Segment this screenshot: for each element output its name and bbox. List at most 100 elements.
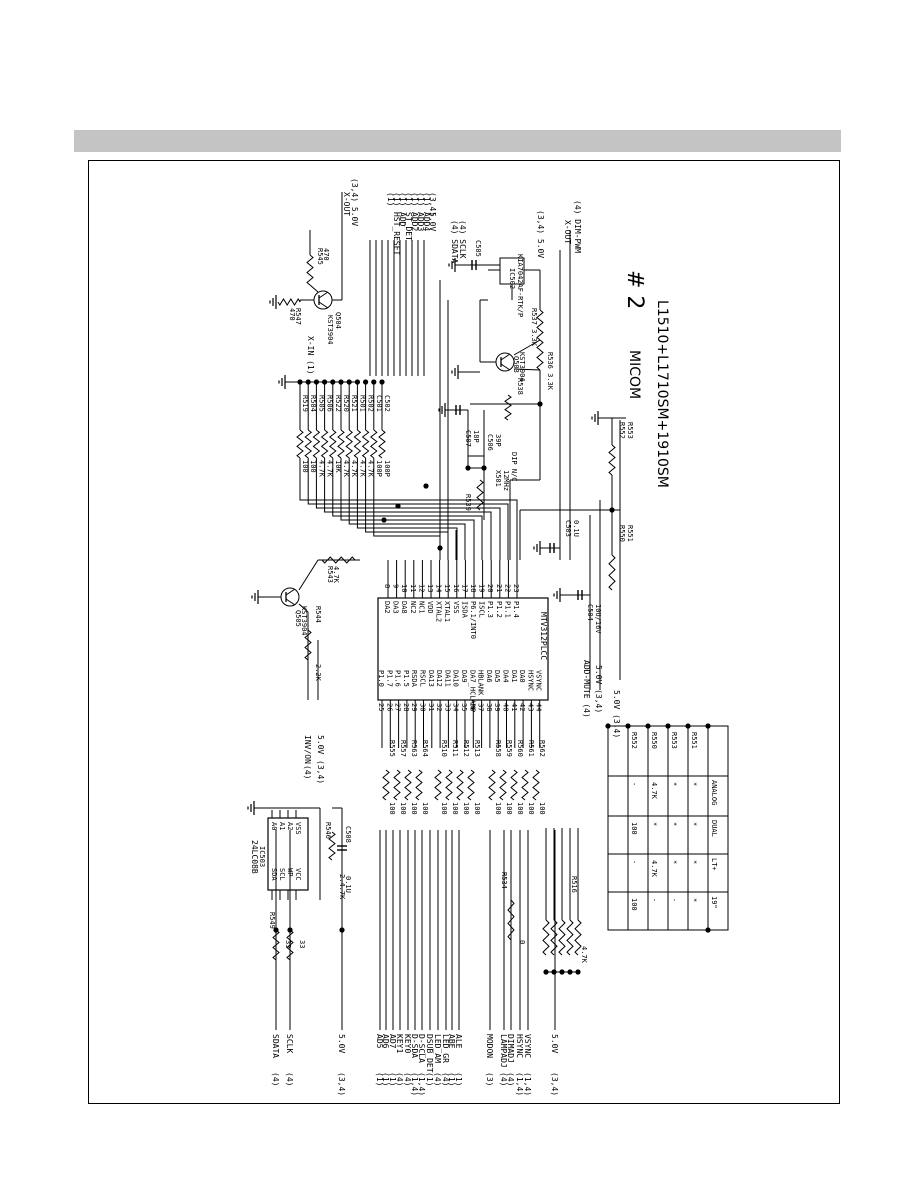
ic-pin-number: 8 (383, 584, 391, 588)
ic-pin-name: DA8 (400, 601, 408, 614)
junction-dot (395, 503, 401, 509)
resistor-pullup (456, 769, 464, 801)
table-cell: * (670, 782, 678, 786)
ic-pin-name: RSDA (410, 670, 418, 688)
resistor-r549 (272, 929, 280, 961)
resistor-r543 (321, 556, 356, 564)
table-cell: R550 (650, 732, 658, 749)
ref-label: R545 (316, 248, 324, 265)
net-label: D-SCLA (417, 1034, 426, 1063)
ic-pin-name: DA5 (493, 670, 501, 683)
ic-pin-name: DA10 (452, 670, 460, 687)
ic-pin-name: P1.6 (394, 670, 402, 687)
resistor-r548 (328, 831, 336, 861)
crystal-x501 (467, 455, 485, 469)
value-label: 100 (473, 802, 481, 815)
resistor-r516-bank (542, 919, 550, 956)
ic-pin-name: P1.2 (495, 601, 503, 618)
junction-dot (543, 969, 549, 975)
ref-label: R558 (494, 740, 502, 757)
ic-pin-number: 36 (468, 703, 476, 711)
net-label: X-IN (1) (306, 336, 315, 375)
ic-pin-number: 21 (495, 584, 503, 592)
resistor-bank-item (345, 429, 354, 459)
ic-pin-number: 30 (419, 703, 427, 711)
net-label: (3,4) 5.0V (536, 210, 545, 258)
junction-dot (625, 723, 631, 729)
ref-label: R504 (309, 395, 317, 412)
junction-dot (339, 927, 345, 933)
ic-pin-number: 40 (502, 703, 510, 711)
value-label: 100 (410, 802, 418, 815)
ic-pin-number: 31 (427, 703, 435, 711)
net-label: INV/ON (303, 735, 312, 764)
junction-dot (551, 969, 557, 975)
resistor-r545 (306, 254, 314, 286)
net-label: (4) (506, 1072, 515, 1086)
ic-pin-name: P1.1 (503, 601, 511, 618)
wire (298, 559, 319, 591)
resistor-pullup (521, 769, 529, 801)
net-label: 5.0V (3,4) (594, 665, 603, 713)
resistor-r537 (536, 309, 544, 341)
ref-label: R516 (570, 876, 578, 893)
value-label: 100 (538, 802, 546, 815)
ic-pin-name: P6.1/INT0 (469, 601, 477, 639)
resistor-r550-r551 (608, 554, 616, 591)
resistor-r547 (277, 298, 301, 306)
ic-pin-number: 19 (478, 584, 486, 592)
net-label: (1) (392, 192, 401, 206)
net-label: (1) (375, 1072, 384, 1086)
table-cell: - (630, 860, 638, 864)
ref-label: R551 (626, 525, 634, 542)
ic-pin-name: VCC (294, 868, 302, 881)
ref-label: R513 (473, 740, 481, 757)
ic-eeprom (267, 817, 309, 891)
ic-pin-name: WP (286, 868, 294, 876)
ref-label: R562 (538, 740, 546, 757)
ic-pin-name: DA0 (518, 670, 526, 683)
net-label: KEY0 (403, 1034, 412, 1053)
net-label: ST_DET (404, 212, 413, 241)
transistor-q503 (495, 352, 515, 372)
ic-pin-number: 28 (402, 703, 410, 711)
table-cell: * (690, 782, 698, 786)
resistor-pullup (393, 769, 401, 801)
ic-pin-name: DA6 (485, 670, 493, 683)
ic-part-label: MTV312PLCC (539, 612, 548, 660)
ic-pin-name: DA3 (392, 601, 400, 614)
value-label: 470 (288, 308, 296, 321)
part-label: KST3904 (300, 606, 308, 636)
ic-pin-number: 37 (477, 703, 485, 711)
ref-label: R547 (294, 308, 302, 325)
transistor-q505 (280, 587, 300, 607)
ic-pin-number: 33 (443, 703, 451, 711)
value-label: 100P (375, 460, 383, 477)
net-label: (1) (447, 1072, 456, 1086)
ref-label: R549 (268, 912, 276, 929)
junction-dot (287, 927, 293, 933)
net-label: (4) (441, 1072, 450, 1086)
net-label: (1) (386, 192, 395, 206)
ic-pin-number: 26 (385, 703, 393, 711)
junction-dot (609, 507, 615, 513)
ic-pin-name: P1.0 (377, 670, 385, 687)
ic-pin-name: RSCL (419, 670, 427, 687)
value-label: 100 (399, 802, 407, 815)
resistor-bank-item (353, 429, 362, 459)
net-label: (1) (398, 192, 407, 206)
table-cell: - (670, 898, 678, 902)
ic-pin-name: P1.3 (486, 601, 494, 618)
ic-pin-name: A0 (270, 822, 278, 830)
junction-dot (305, 379, 311, 385)
wire (299, 458, 518, 560)
junction-dot (322, 379, 328, 385)
value-label: 10K (334, 460, 342, 473)
part-label: DIP N/C (510, 452, 518, 482)
junction-dot (273, 927, 279, 933)
net-label: LED_GR (441, 1034, 450, 1063)
net-label: X-OUT (563, 220, 572, 244)
net-label: (4) (433, 1072, 442, 1086)
resistor-r536 (536, 339, 544, 371)
resistor-pullup (510, 769, 518, 801)
